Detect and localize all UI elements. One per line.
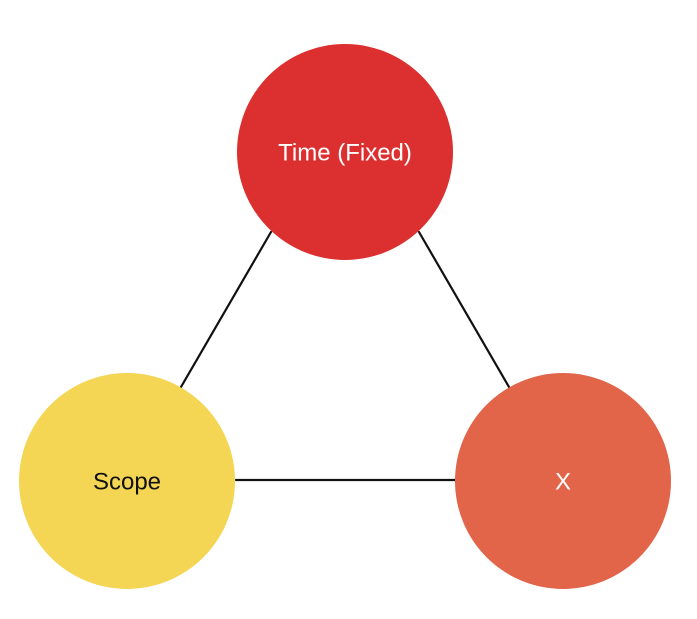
edge-time-x <box>417 230 511 389</box>
node-time-circle <box>237 44 453 260</box>
node-time: Time (Fixed) <box>237 44 453 260</box>
node-time-label: Time (Fixed) <box>278 139 412 166</box>
node-x-label: X <box>555 468 571 495</box>
node-scope-circle <box>19 373 235 589</box>
node-x: X <box>455 373 671 589</box>
node-scope: Scope <box>19 373 235 589</box>
node-scope-label: Scope <box>93 468 161 495</box>
edge-time-scope <box>179 230 273 389</box>
node-x-circle <box>455 373 671 589</box>
